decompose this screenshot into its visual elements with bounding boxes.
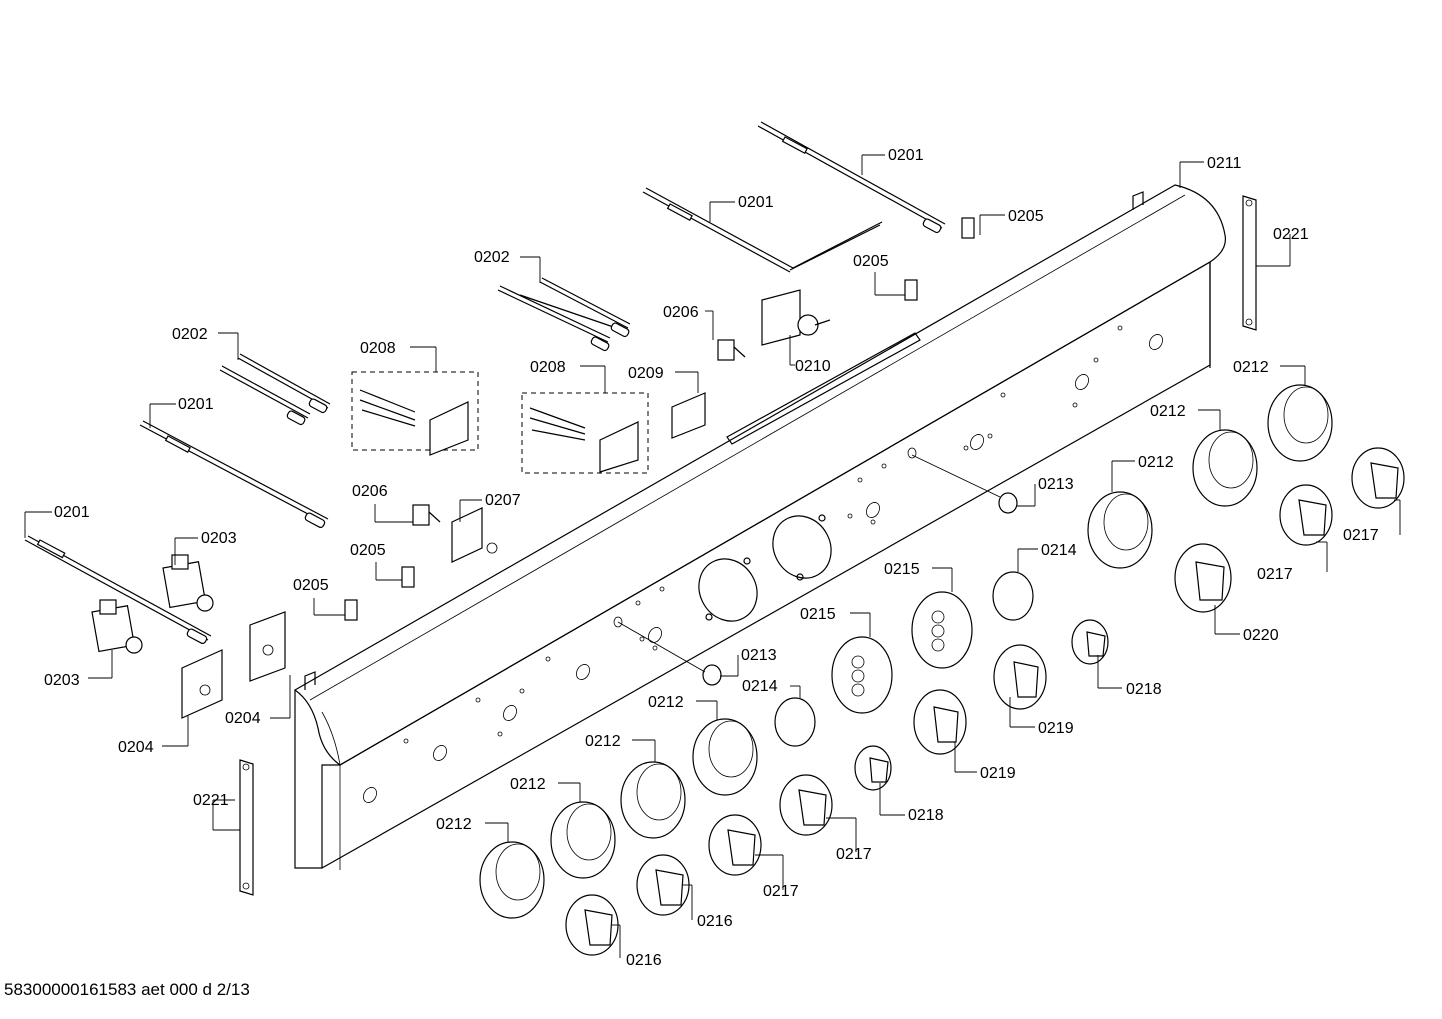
valve-0203-lower bbox=[91, 599, 143, 654]
callout-label: 0201 bbox=[888, 147, 924, 164]
callout-label: 0221 bbox=[193, 792, 229, 809]
callout-label: 0215 bbox=[800, 606, 836, 623]
callout-label: 0217 bbox=[1343, 527, 1379, 544]
control-panel bbox=[293, 184, 1227, 870]
callout-label: 0209 bbox=[628, 365, 664, 382]
callout-label: 0206 bbox=[663, 304, 699, 321]
callout-label: 0208 bbox=[360, 340, 396, 357]
callout-label: 0206 bbox=[352, 483, 388, 500]
callout-label: 0214 bbox=[742, 678, 778, 695]
callout-label: 0221 bbox=[1273, 226, 1309, 243]
side-bracket-right bbox=[1242, 195, 1257, 331]
callout-label: 0207 bbox=[485, 492, 521, 509]
callout-label: 0220 bbox=[1243, 627, 1279, 644]
potentiometer-0209 bbox=[671, 392, 706, 439]
callout-label: 0215 bbox=[884, 561, 920, 578]
mounting-bracket bbox=[726, 332, 921, 445]
callout-label: 0219 bbox=[980, 765, 1016, 782]
callout-label: 0204 bbox=[225, 710, 261, 727]
callout-label: 0212 bbox=[648, 694, 684, 711]
callout-label: 0217 bbox=[1257, 566, 1293, 583]
callout-label: 0212 bbox=[1150, 403, 1186, 420]
valve-0203-upper bbox=[162, 554, 214, 612]
callout-label: 0213 bbox=[1038, 476, 1074, 493]
callout-label: 0216 bbox=[626, 952, 662, 969]
callout-label: 0217 bbox=[836, 846, 872, 863]
callout-label: 0218 bbox=[908, 807, 944, 824]
callout-label: 0212 bbox=[436, 816, 472, 833]
callout-label: 0212 bbox=[585, 733, 621, 750]
control-knobs bbox=[565, 447, 1405, 956]
callout-label: 0212 bbox=[1233, 359, 1269, 376]
callout-label: 0208 bbox=[530, 359, 566, 376]
callout-label: 0212 bbox=[510, 776, 546, 793]
wire-harnesses bbox=[24, 121, 946, 644]
callout-label: 0217 bbox=[763, 883, 799, 900]
panel-holes bbox=[363, 325, 1163, 803]
harness-kits-0208 bbox=[351, 371, 649, 474]
leader-lines bbox=[24, 154, 1401, 958]
knob-bezels bbox=[479, 384, 1333, 919]
triple-bezels bbox=[831, 591, 973, 714]
callout-label: 0205 bbox=[853, 253, 889, 270]
callout-label: 0211 bbox=[1207, 155, 1242, 172]
control-module-0204-right bbox=[249, 611, 286, 682]
callout-label: 0213 bbox=[741, 647, 777, 664]
callout-label: 0203 bbox=[201, 530, 237, 547]
callout-label: 0210 bbox=[795, 358, 831, 375]
callout-label: 0201 bbox=[178, 396, 214, 413]
bushings bbox=[702, 492, 1018, 686]
side-bracket-left bbox=[239, 759, 254, 896]
thermostat-0210 bbox=[761, 289, 831, 346]
rings bbox=[774, 571, 1034, 747]
callout-labels: 0201 0201 0201 0201 0202 0202 0203 0203 … bbox=[44, 147, 1379, 969]
callout-label: 0216 bbox=[697, 913, 733, 930]
callout-label: 0202 bbox=[172, 326, 208, 343]
callout-label: 0201 bbox=[54, 504, 90, 521]
control-module-0204-left bbox=[181, 649, 223, 719]
toggle-switches-0206 bbox=[412, 339, 746, 526]
potentiometer-0207 bbox=[451, 507, 498, 563]
callout-label: 0203 bbox=[44, 672, 80, 689]
callout-label: 0201 bbox=[738, 194, 774, 211]
callout-label: 0212 bbox=[1138, 454, 1174, 471]
callout-label: 0219 bbox=[1038, 720, 1074, 737]
callout-label: 0214 bbox=[1041, 542, 1077, 559]
callout-label: 0205 bbox=[350, 542, 386, 559]
callout-label: 0202 bbox=[474, 249, 510, 266]
callout-label: 0218 bbox=[1126, 681, 1162, 698]
callout-label: 0204 bbox=[118, 739, 154, 756]
callout-label: 0205 bbox=[293, 577, 329, 594]
switches-0205 bbox=[344, 217, 975, 621]
callout-label: 0205 bbox=[1008, 208, 1044, 225]
document-id: 58300000161583 aet 000 d 2/13 bbox=[4, 980, 250, 999]
